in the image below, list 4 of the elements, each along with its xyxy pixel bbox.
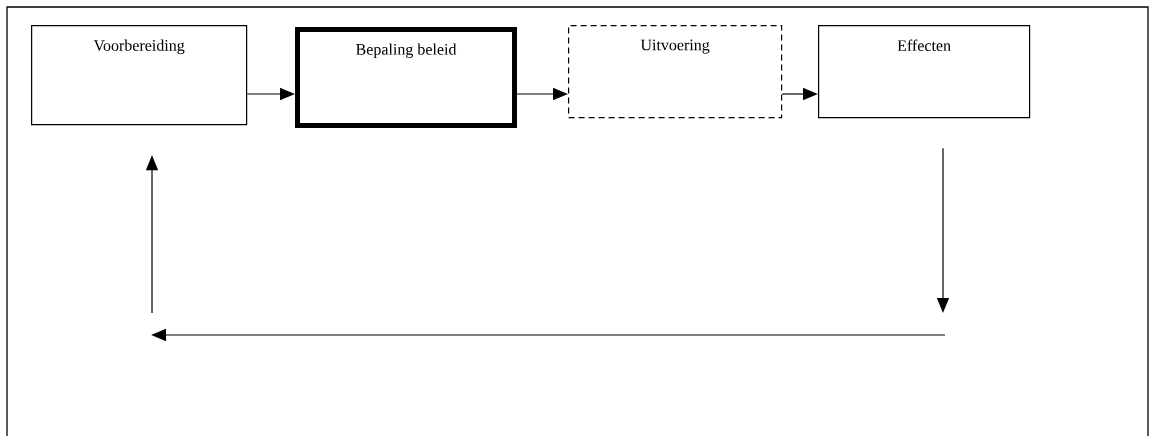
process-box: Uitvoering xyxy=(568,25,783,119)
process-box: Bepaling beleid xyxy=(295,27,517,128)
process-box: Voorbereiding xyxy=(31,25,248,126)
process-box: Effecten xyxy=(818,25,1031,119)
